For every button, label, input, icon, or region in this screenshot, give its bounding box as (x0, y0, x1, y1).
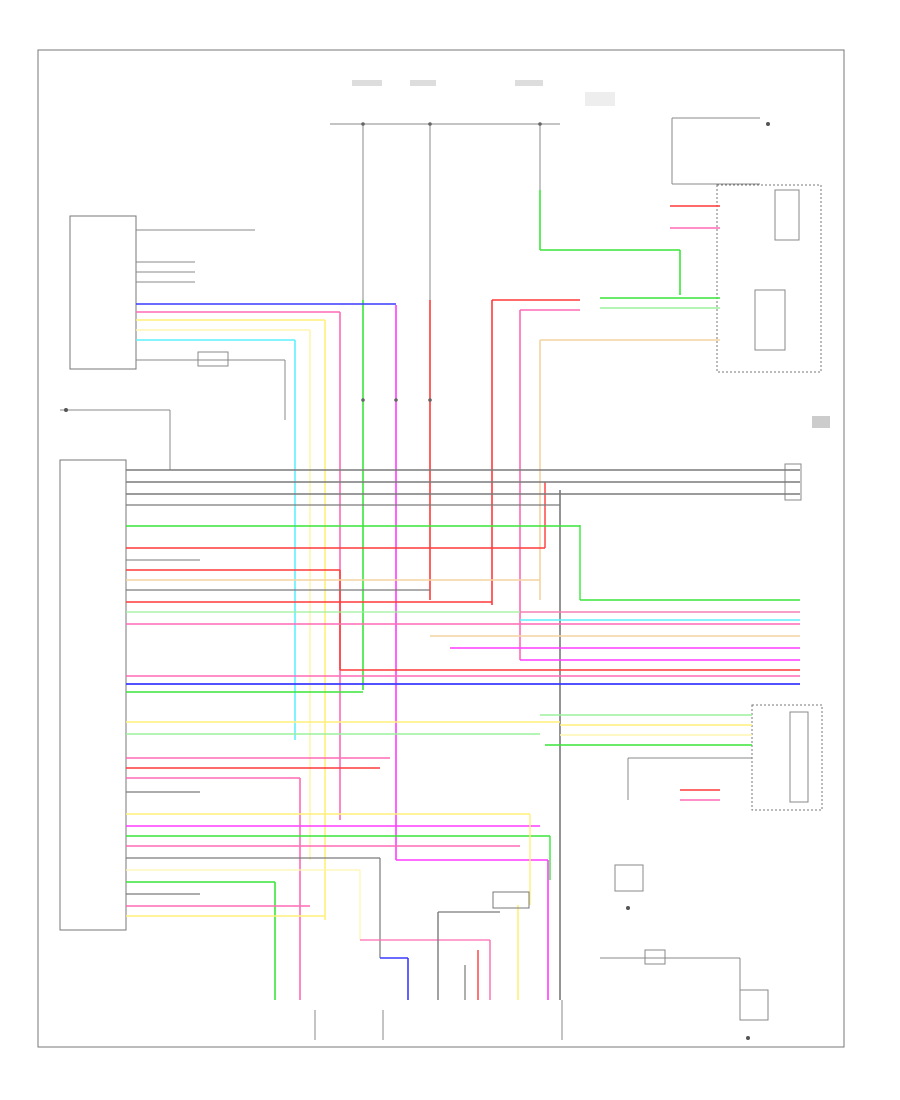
right-upper-module (670, 117, 822, 373)
ground-symbols (64, 122, 770, 1040)
diagram-frame (37, 49, 845, 1048)
main-module-bus (126, 469, 800, 1000)
right-connector-a (784, 416, 830, 501)
junction-dots (361, 122, 542, 402)
left-main-module (59, 409, 171, 931)
vertical-wires (362, 190, 720, 1000)
left-component-block (69, 215, 286, 420)
right-lower-module (600, 704, 823, 1021)
bottom-connector-region (314, 814, 563, 1040)
top-left-wires (136, 303, 396, 920)
